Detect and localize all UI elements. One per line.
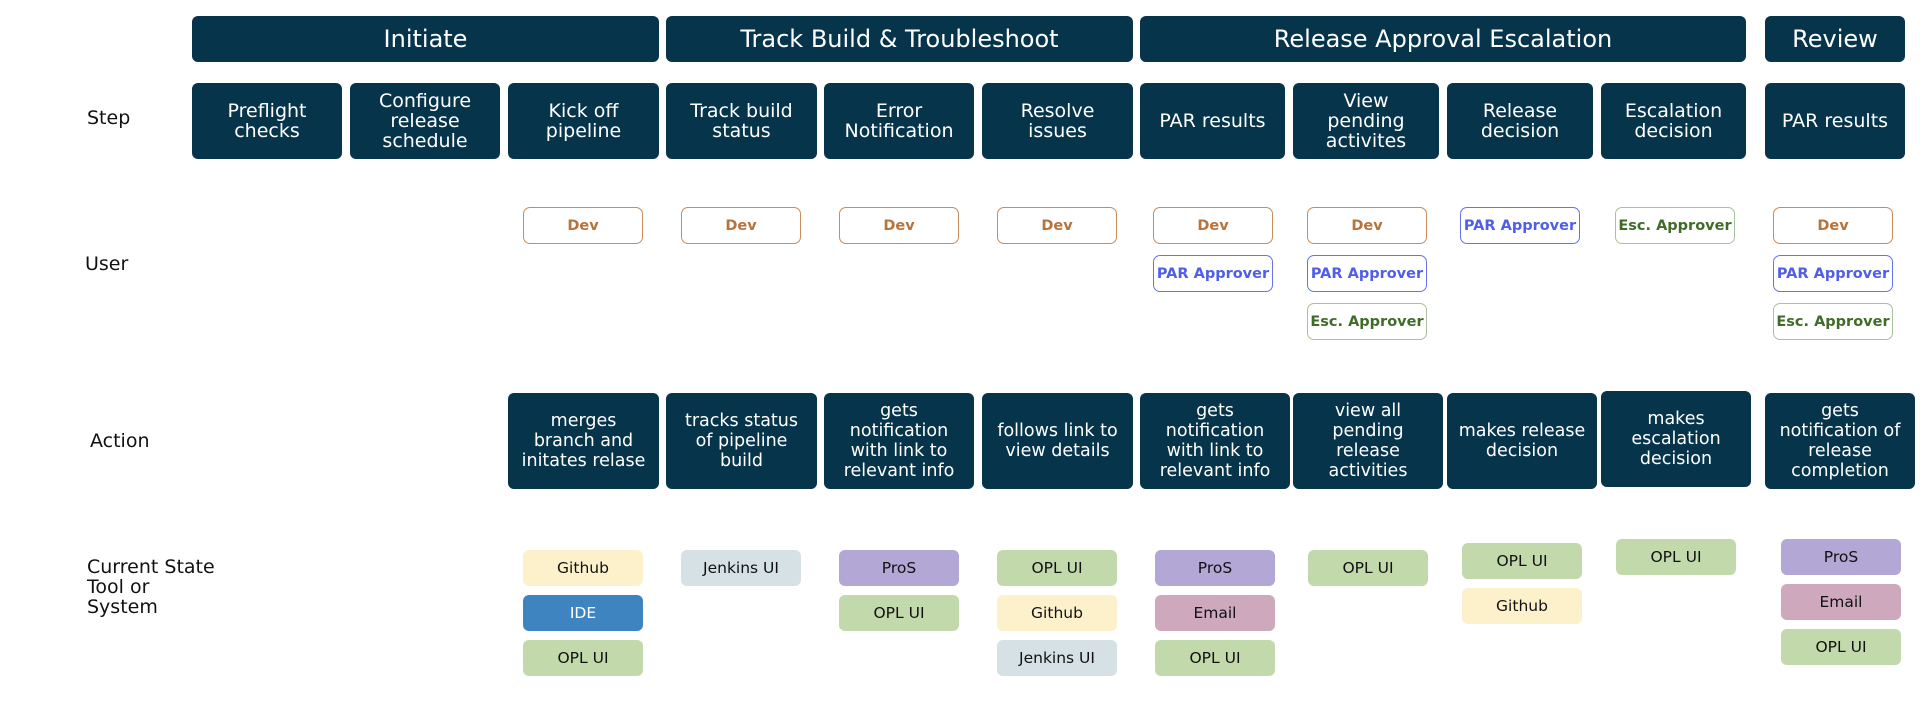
user-esc-approver-badge: Esc. Approver [1307,303,1427,340]
user-par-approver-badge: PAR Approver [1307,255,1427,292]
step-kick-off-pipeline: Kick off pipeline [508,83,659,159]
phase-release-approval-escalation: Release Approval Escalation [1140,16,1746,62]
tool-opl-ui-chip: OPL UI [523,640,643,676]
tool-opl-ui-chip: OPL UI [1616,539,1736,575]
tool-opl-ui-chip: OPL UI [839,595,959,631]
tool-opl-ui-chip: OPL UI [1308,550,1428,586]
user-par-approver-badge: PAR Approver [1773,255,1893,292]
tool-ide-chip: IDE [523,595,643,631]
action-par-results: gets notification with link to relevant … [1140,393,1290,489]
step-track-build-status: Track build status [666,83,817,159]
tool-jenkins-ui-chip: Jenkins UI [997,640,1117,676]
action-review: gets notification of release completion [1765,393,1915,489]
user-dev-badge: Dev [1153,207,1273,244]
step-escalation-decision: Escalation decision [1601,83,1746,159]
tool-pros-chip: ProS [839,550,959,586]
action-escalation-decision: makes escalation decision [1601,391,1751,487]
action-error-notification: gets notification with link to relevant … [824,393,974,489]
step-par-results: PAR results [1140,83,1285,159]
user-dev-badge: Dev [1773,207,1893,244]
user-par-approver-badge: PAR Approver [1460,207,1580,244]
phase-track-build-troubleshoot: Track Build & Troubleshoot [666,16,1133,62]
tool-jenkins-ui-chip: Jenkins UI [681,550,801,586]
row-label-user: User [85,253,129,275]
action-track-build: tracks status of pipeline build [666,393,817,489]
user-dev-badge: Dev [523,207,643,244]
step-resolve-issues: Resolve issues [982,83,1133,159]
action-resolve-issues: follows link to view details [982,393,1133,489]
tool-github-chip: Github [523,550,643,586]
tool-github-chip: Github [1462,588,1582,624]
user-dev-badge: Dev [1307,207,1427,244]
tool-github-chip: Github [997,595,1117,631]
tool-opl-ui-chip: OPL UI [997,550,1117,586]
user-esc-approver-badge: Esc. Approver [1773,303,1893,340]
user-dev-badge: Dev [681,207,801,244]
step-review-par-results: PAR results [1765,83,1905,159]
row-label-step: Step [87,107,131,129]
user-dev-badge: Dev [997,207,1117,244]
row-label-action: Action [90,430,150,452]
step-view-pending-activities: View pending activites [1293,83,1439,159]
step-error-notification: Error Notification [824,83,974,159]
phase-initiate: Initiate [192,16,659,62]
tool-opl-ui-chip: OPL UI [1462,543,1582,579]
phase-review: Review [1765,16,1905,62]
tool-pros-chip: ProS [1781,539,1901,575]
tool-opl-ui-chip: OPL UI [1781,629,1901,665]
tool-email-chip: Email [1155,595,1275,631]
step-preflight-checks: Preflight checks [192,83,342,159]
user-dev-badge: Dev [839,207,959,244]
tool-pros-chip: ProS [1155,550,1275,586]
step-configure-release-schedule: Configure release schedule [350,83,500,159]
row-label-tool: Current State Tool or System [87,556,215,618]
tool-email-chip: Email [1781,584,1901,620]
step-release-decision: Release decision [1447,83,1593,159]
user-par-approver-badge: PAR Approver [1153,255,1273,292]
action-release-decision: makes release decision [1447,393,1597,489]
action-kickoff: merges branch and initates relase [508,393,659,489]
user-esc-approver-badge: Esc. Approver [1615,207,1735,244]
action-view-pending: view all pending release activities [1293,393,1443,489]
tool-opl-ui-chip: OPL UI [1155,640,1275,676]
